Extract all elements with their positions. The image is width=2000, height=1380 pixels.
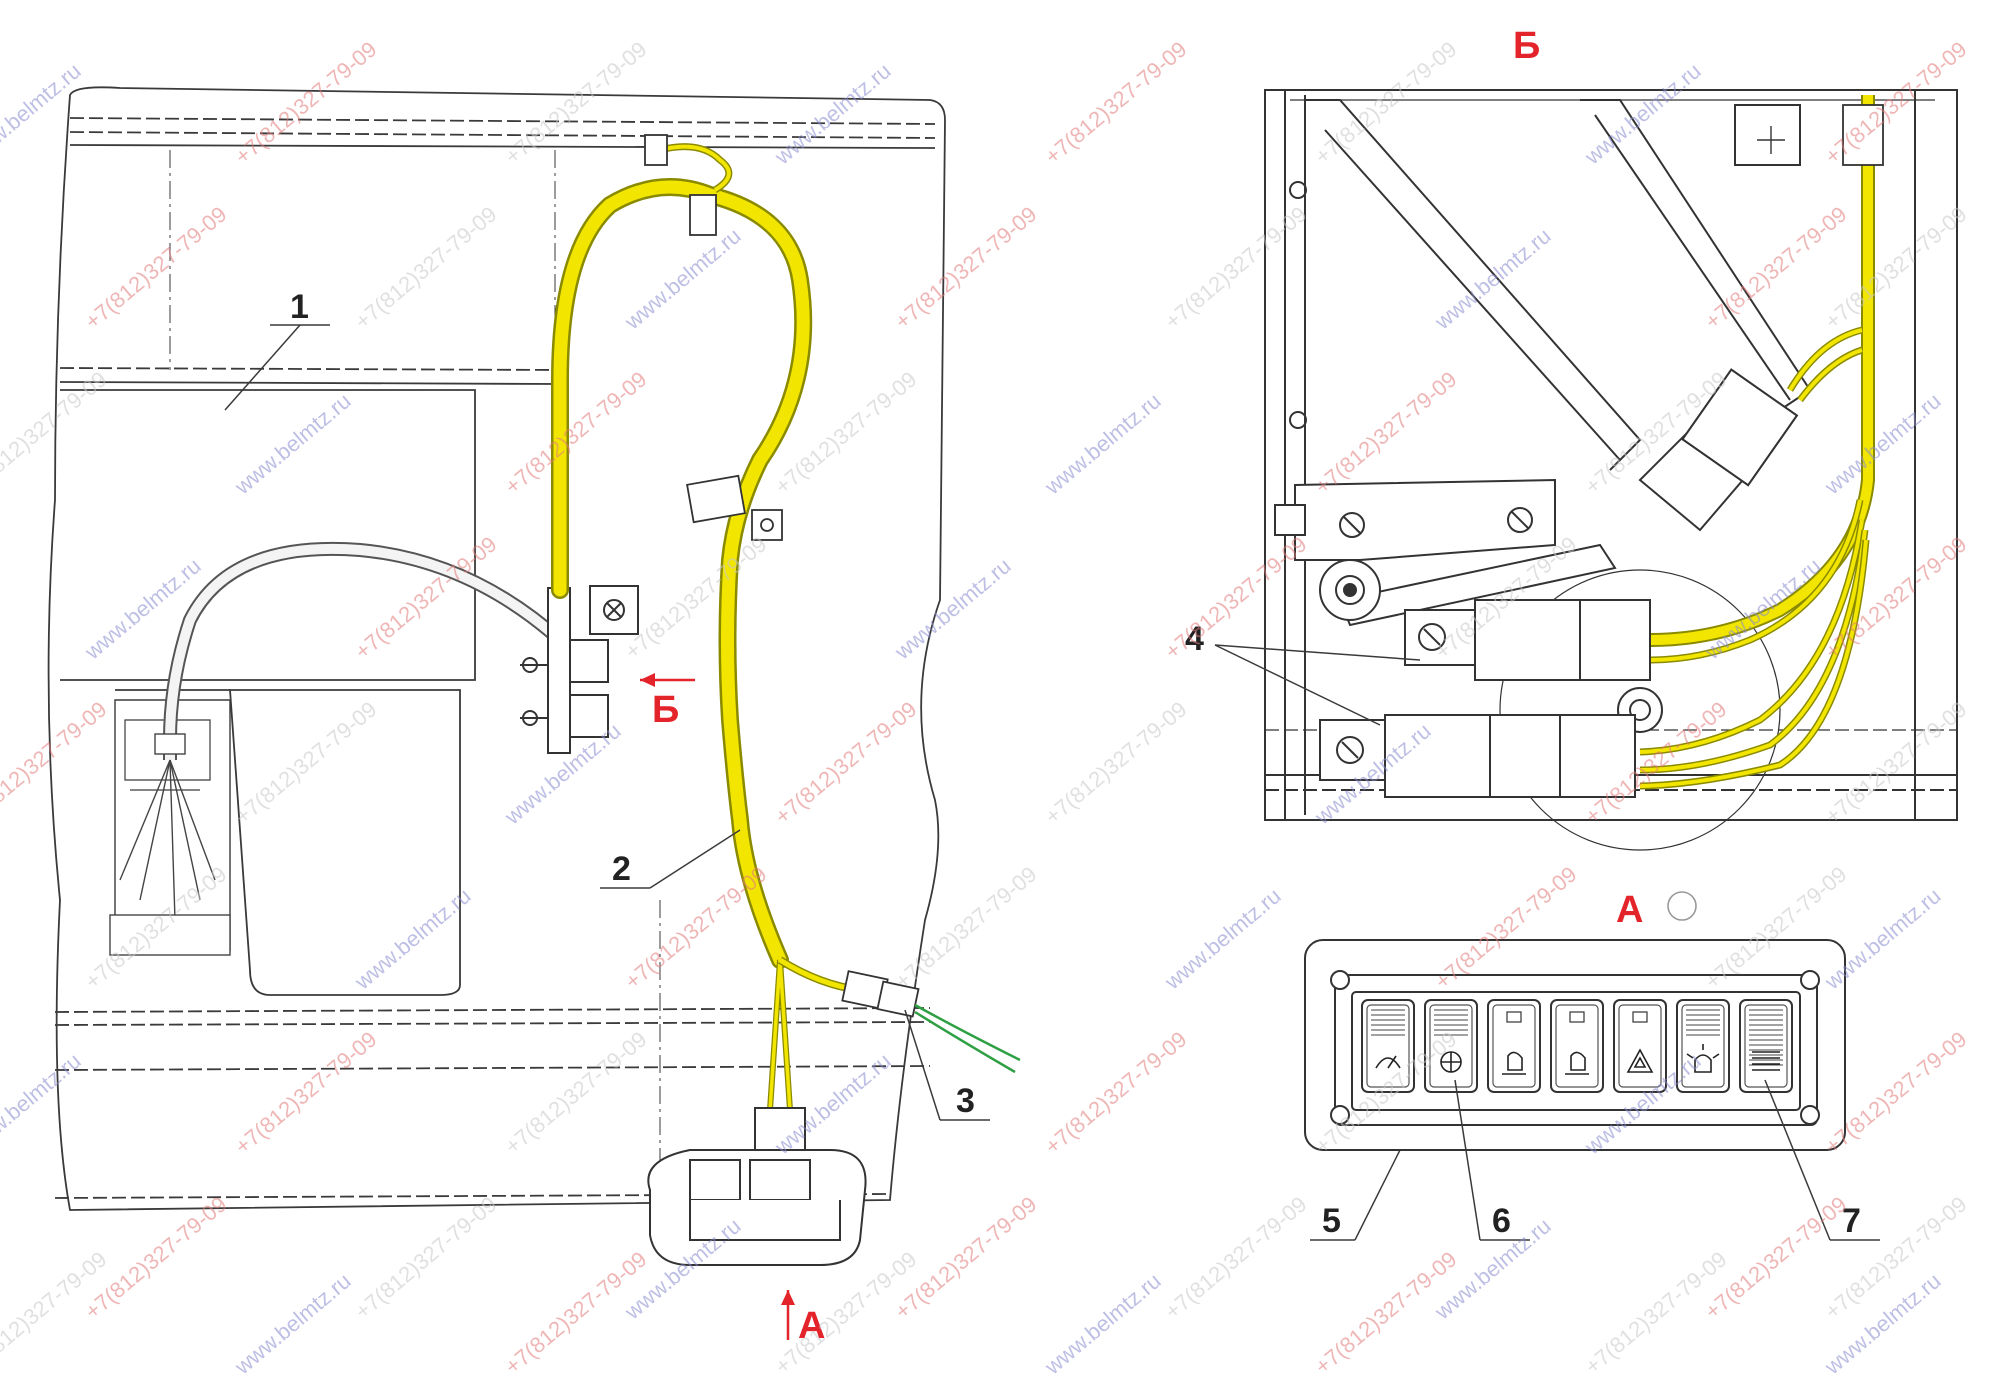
callout-4: 4 bbox=[1185, 620, 1204, 658]
view-a-arrow bbox=[781, 1290, 795, 1340]
switch-panel-connector bbox=[647, 1107, 867, 1266]
fan-wires bbox=[109, 733, 231, 956]
view-a-circle-icon bbox=[1667, 891, 1697, 921]
rocker-switch-4[interactable] bbox=[1550, 999, 1604, 1093]
callout-4-leaders bbox=[1214, 644, 1421, 726]
callout-1-leader bbox=[224, 324, 990, 1121]
callout-567-leaders bbox=[1310, 1079, 1880, 1241]
rocker-switch-6[interactable] bbox=[1676, 999, 1730, 1093]
view-b-arrow bbox=[640, 673, 695, 687]
callout-7: 7 bbox=[1842, 1202, 1861, 1240]
yellow-harness bbox=[551, 178, 813, 969]
rocker-switch-7[interactable] bbox=[1739, 999, 1793, 1093]
view-b-harness bbox=[1639, 95, 1875, 790]
blank-switch bbox=[1752, 1051, 1780, 1071]
fan-icon bbox=[1440, 1051, 1462, 1073]
relay-bracket bbox=[520, 585, 639, 754]
callout-1: 1 bbox=[290, 288, 309, 326]
work-light-front-icon bbox=[1502, 1051, 1526, 1075]
callout-6: 6 bbox=[1492, 1202, 1511, 1240]
rocker-switch-3[interactable] bbox=[1487, 999, 1541, 1093]
rocker-switch-2[interactable] bbox=[1424, 999, 1478, 1093]
rocker-switch-1[interactable] bbox=[1361, 999, 1415, 1093]
callout-2: 2 bbox=[612, 850, 631, 888]
view-a-marker: А bbox=[798, 1305, 825, 1347]
switch-row bbox=[1361, 999, 1793, 1093]
beacon-icon bbox=[1686, 1044, 1720, 1073]
rocker-switch-5[interactable] bbox=[1613, 999, 1667, 1093]
hazard-icon bbox=[1626, 1048, 1654, 1073]
view-b-title: Б bbox=[1513, 25, 1540, 67]
view-a-title: А bbox=[1616, 889, 1643, 931]
callout-3: 3 bbox=[956, 1082, 975, 1120]
work-light-rear-icon bbox=[1565, 1051, 1589, 1075]
wiper-icon bbox=[1375, 1055, 1401, 1069]
callout-5: 5 bbox=[1322, 1202, 1341, 1240]
harness-branch bbox=[767, 956, 1021, 1111]
view-b-marker: Б bbox=[652, 689, 679, 731]
